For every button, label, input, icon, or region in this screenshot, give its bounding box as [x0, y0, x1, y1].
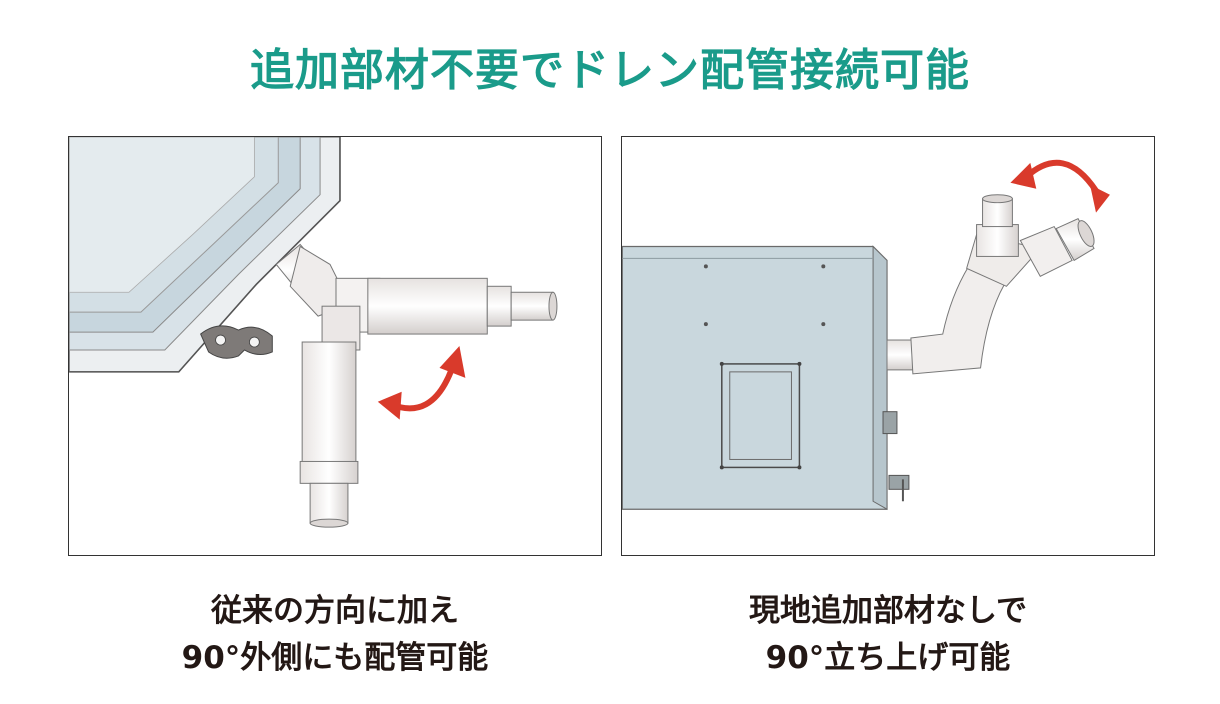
right-caption-line-1: 現地追加部材なしで [748, 593, 1028, 629]
left-caption-line-1: 従来の方向に加え [211, 593, 459, 629]
right-illustration-panel [621, 136, 1155, 556]
indoor-unit-body [69, 137, 341, 373]
rotation-arrow-icon [1010, 159, 1110, 213]
horizontal-drain-pipe [367, 277, 558, 335]
left-illustration [69, 137, 558, 528]
right-caption-line-2: 90°立ち上げ可能 [765, 640, 1011, 676]
rotation-arrow-icon [377, 346, 466, 420]
vertical-drain-pipe [299, 341, 359, 528]
left-illustration-panel [68, 136, 602, 556]
drain-pipe-tee [289, 245, 381, 351]
vertical-branch-pipe [976, 194, 1019, 257]
right-caption: 現地追加部材なしで 90°立ち上げ可能 [621, 588, 1155, 682]
right-illustration [622, 159, 1110, 511]
page-title: 追加部材不要でドレン配管接続可能 [250, 45, 970, 96]
angled-branch-pipe [1019, 217, 1095, 277]
drain-outlet-stub [886, 339, 914, 371]
drain-riser-pipe [910, 233, 1042, 375]
left-caption: 従来の方向に加え 90°外側にも配管可能 [68, 588, 602, 682]
left-caption-line-2: 90°外側にも配管可能 [181, 640, 489, 676]
drain-bracket [200, 325, 273, 359]
indoor-unit-body [622, 245, 910, 511]
